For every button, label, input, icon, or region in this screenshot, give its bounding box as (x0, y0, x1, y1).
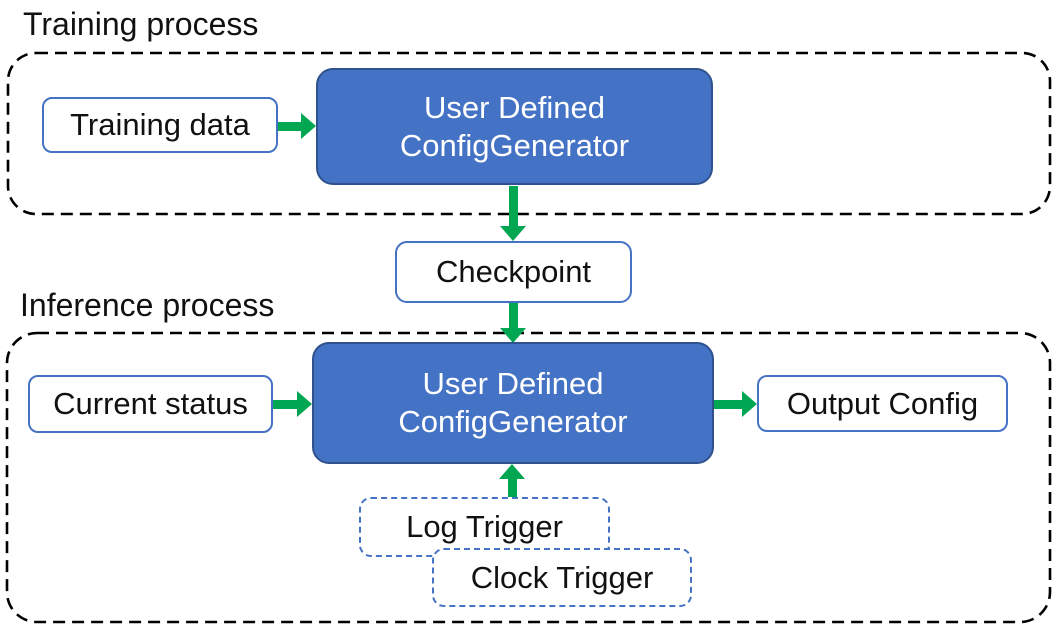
inference-generator-label-line1: User Defined (422, 366, 604, 401)
training-generator-node: User Defined ConfigGenerator (316, 68, 713, 185)
log-trigger-box: Log Trigger (359, 497, 610, 557)
current-status-box: Current status (28, 375, 273, 433)
arrow-head-down-icon (500, 328, 526, 343)
arrow-shaft (714, 399, 742, 409)
arrow-shaft (272, 399, 297, 409)
training-data-box: Training data (42, 97, 278, 153)
training-generator-label-line1: User Defined (424, 89, 605, 125)
clock-trigger-box: Clock Trigger (432, 548, 692, 607)
arrow-shaft (277, 121, 301, 131)
inference-generator-node: User Defined ConfigGenerator (312, 342, 714, 464)
arrow-head-up-icon (499, 464, 525, 479)
arrow-shaft (508, 186, 518, 226)
arrow-head-right-icon (297, 391, 312, 417)
arrow-shaft (508, 303, 518, 328)
arrow-training-data-to-generator (277, 112, 316, 140)
current-status-label: Current status (53, 386, 248, 421)
clock-trigger-label: Clock Trigger (470, 559, 654, 595)
inference-container-outline (5, 331, 1052, 624)
checkpoint-box: Checkpoint (395, 241, 632, 303)
training-container-outline (6, 51, 1052, 216)
inference-section-label: Inference process (20, 287, 275, 323)
output-config-label: Output Config (786, 385, 979, 421)
inference-generator-label-line2: ConfigGenerator (398, 404, 628, 439)
arrow-shaft (507, 479, 517, 497)
arrow-trigger-to-generator (498, 464, 526, 497)
training-data-label: Training data (70, 107, 250, 142)
arrow-checkpoint-to-generator (499, 303, 527, 343)
training-generator-label-line2: ConfigGenerator (399, 127, 630, 163)
checkpoint-label: Checkpoint (435, 254, 592, 289)
arrow-generator-to-checkpoint (499, 186, 527, 241)
arrow-head-right-icon (742, 391, 757, 417)
output-config-box: Output Config (757, 375, 1008, 432)
arrow-head-down-icon (500, 226, 526, 241)
training-section-label: Training process (23, 6, 259, 42)
arrow-generator-to-output (714, 390, 757, 418)
arrow-current-status-to-generator (272, 390, 312, 418)
log-trigger-label: Log Trigger (406, 509, 563, 544)
arrow-head-right-icon (301, 113, 316, 139)
